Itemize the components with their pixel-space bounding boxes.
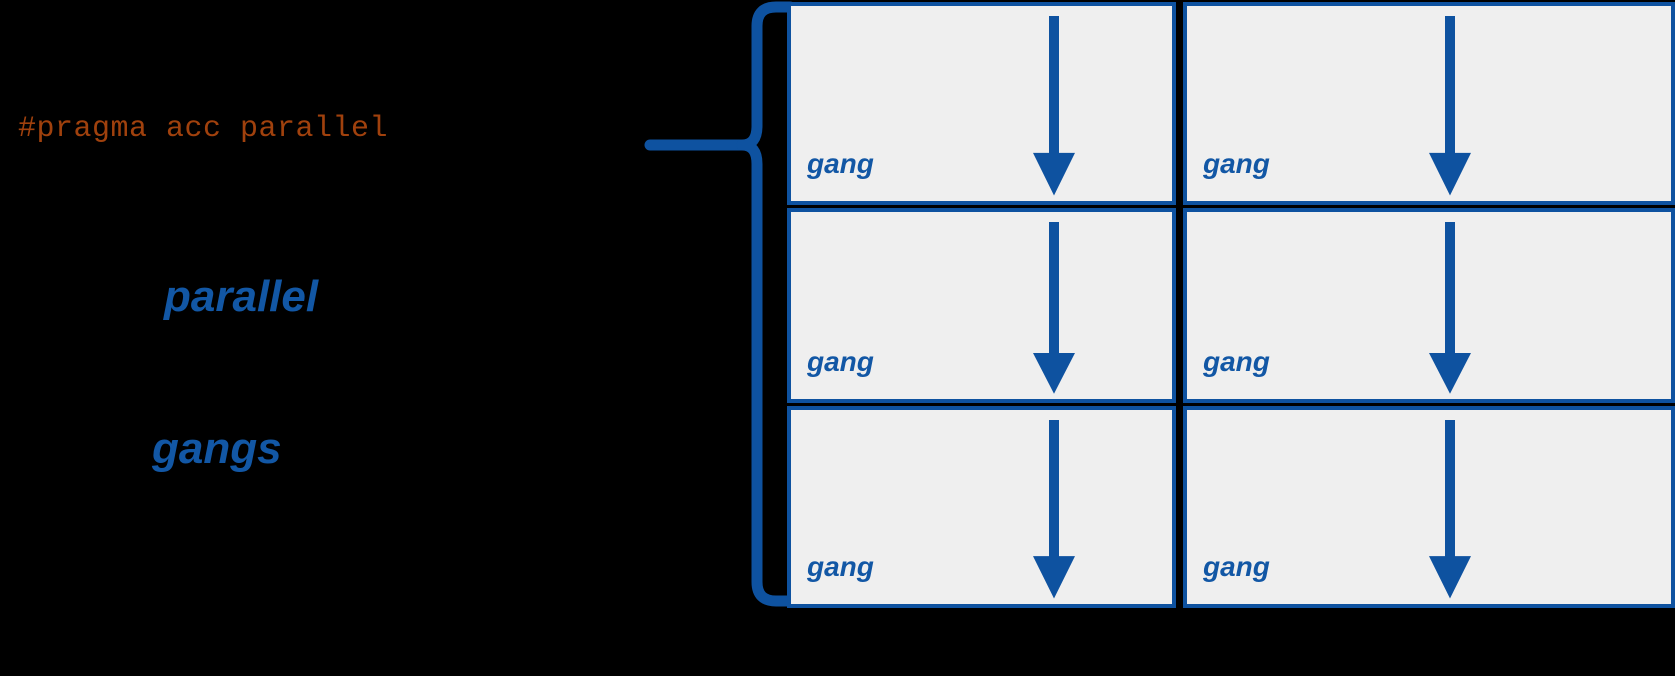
down-arrow-icon [1427,222,1473,399]
gang-label: gang [807,346,874,377]
gang-label: gang [1203,148,1270,179]
gang-label: gang [807,148,874,179]
gang-box[interactable]: gang [1183,2,1675,205]
gang-box[interactable]: gang [1183,406,1675,608]
gang-label: gang [1203,551,1270,582]
down-arrow-icon [1031,16,1077,201]
gang-box[interactable]: gang [1183,208,1675,403]
label-gangs: gangs [152,424,282,473]
gang-box[interactable]: gang [787,406,1176,608]
down-arrow-icon [1427,420,1473,604]
brace-upper-arm [736,1,796,151]
gang-label: gang [1203,346,1270,377]
brace-lower-arm [736,139,796,607]
pragma-code-text: #pragma acc parallel [18,112,389,146]
label-parallel: parallel [164,272,319,321]
down-arrow-icon [1031,420,1077,604]
gang-label: gang [807,551,874,582]
down-arrow-icon [1427,16,1473,201]
gang-grid: gang gang gang [787,0,1675,676]
down-arrow-icon [1031,222,1077,399]
gang-box[interactable]: gang [787,2,1176,205]
gang-box[interactable]: gang [787,208,1176,403]
